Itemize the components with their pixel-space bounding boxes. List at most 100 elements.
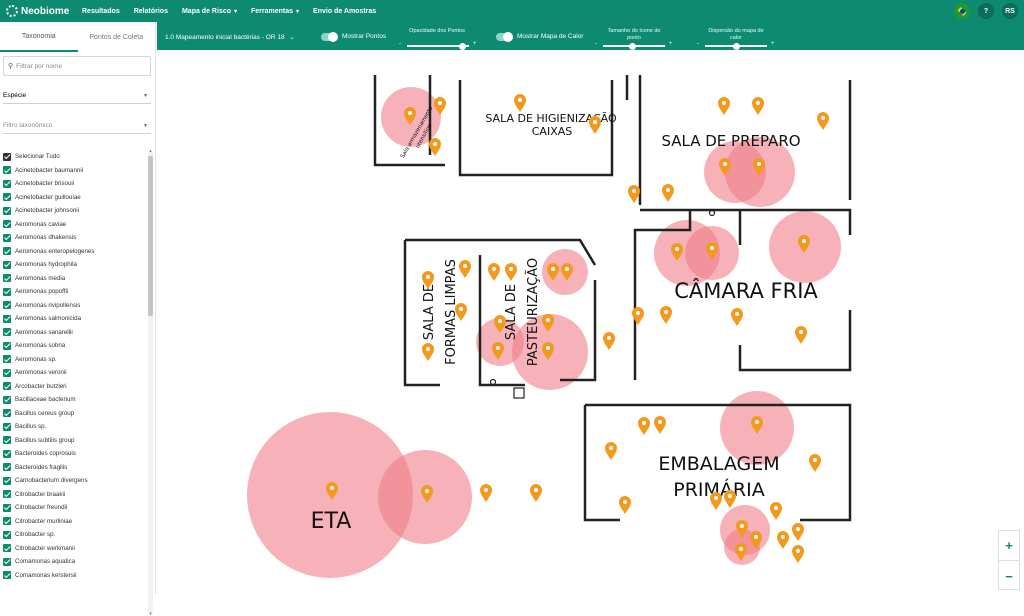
sample-point-pin-icon[interactable] [753, 158, 765, 176]
sample-point-pin-icon[interactable] [530, 484, 542, 502]
species-checkbox-item[interactable]: Bacteroides coprosuis [3, 447, 148, 461]
sample-point-pin-icon[interactable] [795, 326, 807, 344]
scroll-down-icon[interactable]: ▼ [148, 611, 153, 616]
sample-point-pin-icon[interactable] [817, 112, 829, 130]
species-checkbox-item[interactable]: Aeromonas veronii [3, 366, 148, 380]
scroll-thumb[interactable] [148, 156, 153, 316]
nav-resultados[interactable]: Resultados [82, 7, 120, 15]
nav-envio-de-amostras[interactable]: Envio de Amostras [313, 7, 377, 15]
sample-point-pin-icon[interactable] [492, 342, 504, 360]
sample-point-pin-icon[interactable] [671, 243, 683, 261]
sample-point-pin-icon[interactable] [459, 260, 471, 278]
species-checkbox-item[interactable]: Citrobacter braakii [3, 488, 148, 502]
nav-relatorios[interactable]: Relatórios [133, 7, 168, 15]
species-checkbox-item[interactable]: Aeromonas sp. [3, 353, 148, 367]
sample-point-pin-icon[interactable] [480, 484, 492, 502]
show-points-toggle[interactable] [321, 32, 338, 42]
slider-knob[interactable] [733, 42, 740, 50]
heat-spread-slider[interactable]: - + [697, 41, 775, 50]
brazil-flag-icon[interactable] [954, 3, 970, 19]
sample-point-pin-icon[interactable] [628, 185, 640, 203]
sample-point-pin-icon[interactable] [638, 417, 650, 435]
sample-point-pin-icon[interactable] [547, 263, 559, 281]
sample-point-pin-icon[interactable] [542, 342, 554, 360]
species-checkbox-item[interactable]: Citrobacter murliniae [3, 515, 148, 529]
species-checkbox-item[interactable]: Comamonas kerstersii [3, 569, 148, 583]
tab-pontos-de-coleta[interactable]: Pontos de Coleta [89, 33, 144, 41]
species-checkbox-item[interactable]: Aeromonas salmonicida [3, 312, 148, 326]
sample-point-pin-icon[interactable] [752, 97, 764, 115]
sample-point-pin-icon[interactable] [434, 97, 446, 115]
icon-size-slider[interactable]: - + [595, 41, 673, 50]
slider-knob[interactable] [629, 42, 636, 50]
sample-point-pin-icon[interactable] [798, 235, 810, 253]
select-all-checkbox[interactable]: Selecionar Tudo [3, 150, 148, 164]
points-opacity-slider[interactable]: - + [399, 41, 477, 50]
nav-ferramentas[interactable]: Ferramentas▾ [251, 7, 300, 15]
species-checkbox-item[interactable]: Aeromonas sobria [3, 339, 148, 353]
sample-point-pin-icon[interactable] [735, 543, 747, 561]
zoom-in-button[interactable]: + [999, 531, 1019, 561]
species-checkbox-item[interactable]: Aeromonas hydrophila [3, 258, 148, 272]
species-select[interactable]: Espécie ▼ [3, 88, 151, 104]
sample-point-pin-icon[interactable] [731, 308, 743, 326]
species-checkbox-item[interactable]: Citrobacter sp. [3, 528, 148, 542]
species-checkbox-item[interactable]: Aeromonas rivipollensis [3, 299, 148, 313]
help-button[interactable]: ? [978, 3, 994, 19]
sample-point-pin-icon[interactable] [605, 442, 617, 460]
species-checkbox-item[interactable]: Comamonas aquatica [3, 555, 148, 569]
sample-point-pin-icon[interactable] [724, 490, 736, 508]
show-heatmap-toggle[interactable] [496, 32, 513, 42]
species-checkbox-item[interactable]: Aeromonas sanarellii [3, 326, 148, 340]
scroll-up-icon[interactable]: ▲ [148, 148, 153, 153]
sample-point-pin-icon[interactable] [589, 116, 601, 134]
sample-point-pin-icon[interactable] [422, 271, 434, 289]
sample-point-pin-icon[interactable] [326, 482, 338, 500]
mapping-select[interactable]: 1.0 Mapeamento inicial bactérias - OR 18… [165, 34, 295, 41]
nav-mapa-de-risco[interactable]: Mapa de Risco▾ [181, 7, 237, 15]
species-checkbox-item[interactable]: Bacillus cereus group [3, 407, 148, 421]
species-checkbox-item[interactable]: Aeromonas media [3, 272, 148, 286]
sample-point-pin-icon[interactable] [719, 158, 731, 176]
sample-point-pin-icon[interactable] [421, 485, 433, 503]
sample-point-pin-icon[interactable] [750, 531, 762, 549]
species-checkbox-item[interactable]: Citrobacter werkmanii [3, 542, 148, 556]
sample-point-pin-icon[interactable] [710, 492, 722, 510]
sample-point-pin-icon[interactable] [809, 454, 821, 472]
species-checkbox-item[interactable]: Bacillaceae bacterium [3, 393, 148, 407]
species-checkbox-item[interactable]: Arcobacter butzleri [3, 380, 148, 394]
risk-map[interactable]: SALA DE HIGIENIZAÇÃO CAIXAS SALA DE PREP… [157, 50, 1024, 594]
species-checkbox-item[interactable]: Aeromonas popoffii [3, 285, 148, 299]
sample-point-pin-icon[interactable] [619, 496, 631, 514]
logo[interactable]: Neobiome [6, 5, 70, 17]
sample-point-pin-icon[interactable] [718, 97, 730, 115]
floor-plan[interactable]: SALA DE HIGIENIZAÇÃO CAIXAS SALA DE PREP… [157, 50, 1024, 594]
sample-point-pin-icon[interactable] [792, 523, 804, 541]
zoom-out-button[interactable]: − [1005, 568, 1013, 584]
species-checkbox-item[interactable]: Acinetobacter johnsonii [3, 204, 148, 218]
sample-point-pin-icon[interactable] [603, 332, 615, 350]
sample-point-pin-icon[interactable] [429, 138, 441, 156]
species-checkbox-item[interactable]: Acinetobacter brisouii [3, 177, 148, 191]
species-checkbox-item[interactable]: Aeromonas dhakensis [3, 231, 148, 245]
sample-point-pin-icon[interactable] [736, 520, 748, 538]
sample-point-pin-icon[interactable] [404, 107, 416, 125]
species-checkbox-item[interactable]: Aeromonas caviae [3, 218, 148, 232]
sidebar-scrollbar[interactable]: ▲ ▼ [148, 148, 153, 616]
sample-point-pin-icon[interactable] [488, 263, 500, 281]
sample-point-pin-icon[interactable] [792, 545, 804, 563]
sample-point-pin-icon[interactable] [662, 184, 674, 202]
species-checkbox-item[interactable]: Bacillus subtilis group [3, 434, 148, 448]
taxonomy-filter-select[interactable]: Filtro taxonômico ▼ [3, 118, 151, 134]
species-checkbox-item[interactable]: Bacillus sp. [3, 420, 148, 434]
sample-point-pin-icon[interactable] [505, 263, 517, 281]
sample-point-pin-icon[interactable] [706, 242, 718, 260]
species-checkbox-item[interactable]: Carnobacterium divergens [3, 474, 148, 488]
sample-point-pin-icon[interactable] [561, 263, 573, 281]
sample-point-pin-icon[interactable] [777, 531, 789, 549]
tab-taxonomia[interactable]: Taxonomia [0, 22, 78, 52]
slider-knob[interactable] [459, 42, 466, 50]
sample-point-pin-icon[interactable] [494, 315, 506, 333]
sample-point-pin-icon[interactable] [542, 314, 554, 332]
species-checkbox-item[interactable]: Acinetobacter guillouiae [3, 191, 148, 205]
